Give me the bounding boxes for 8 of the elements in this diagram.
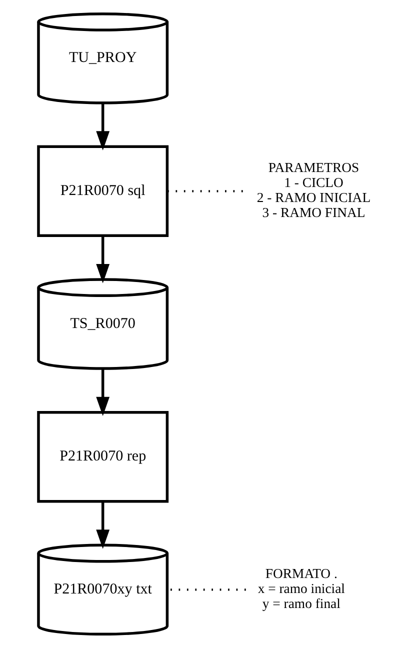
arrow (96, 368, 110, 416)
node-box: P21R0070 rep (36, 410, 168, 503)
node-box: P21R0070 sql (36, 145, 168, 238)
node-text: PARAMETROS 1 - CICLO 2 - RAMO INICIAL 3 - RAMO FINAL (256, 160, 370, 220)
node-text: FORMATO . x = ramo inicial y = ramo final (257, 566, 344, 612)
arrow (96, 236, 110, 284)
arrow (96, 502, 110, 549)
arrow (96, 103, 110, 150)
